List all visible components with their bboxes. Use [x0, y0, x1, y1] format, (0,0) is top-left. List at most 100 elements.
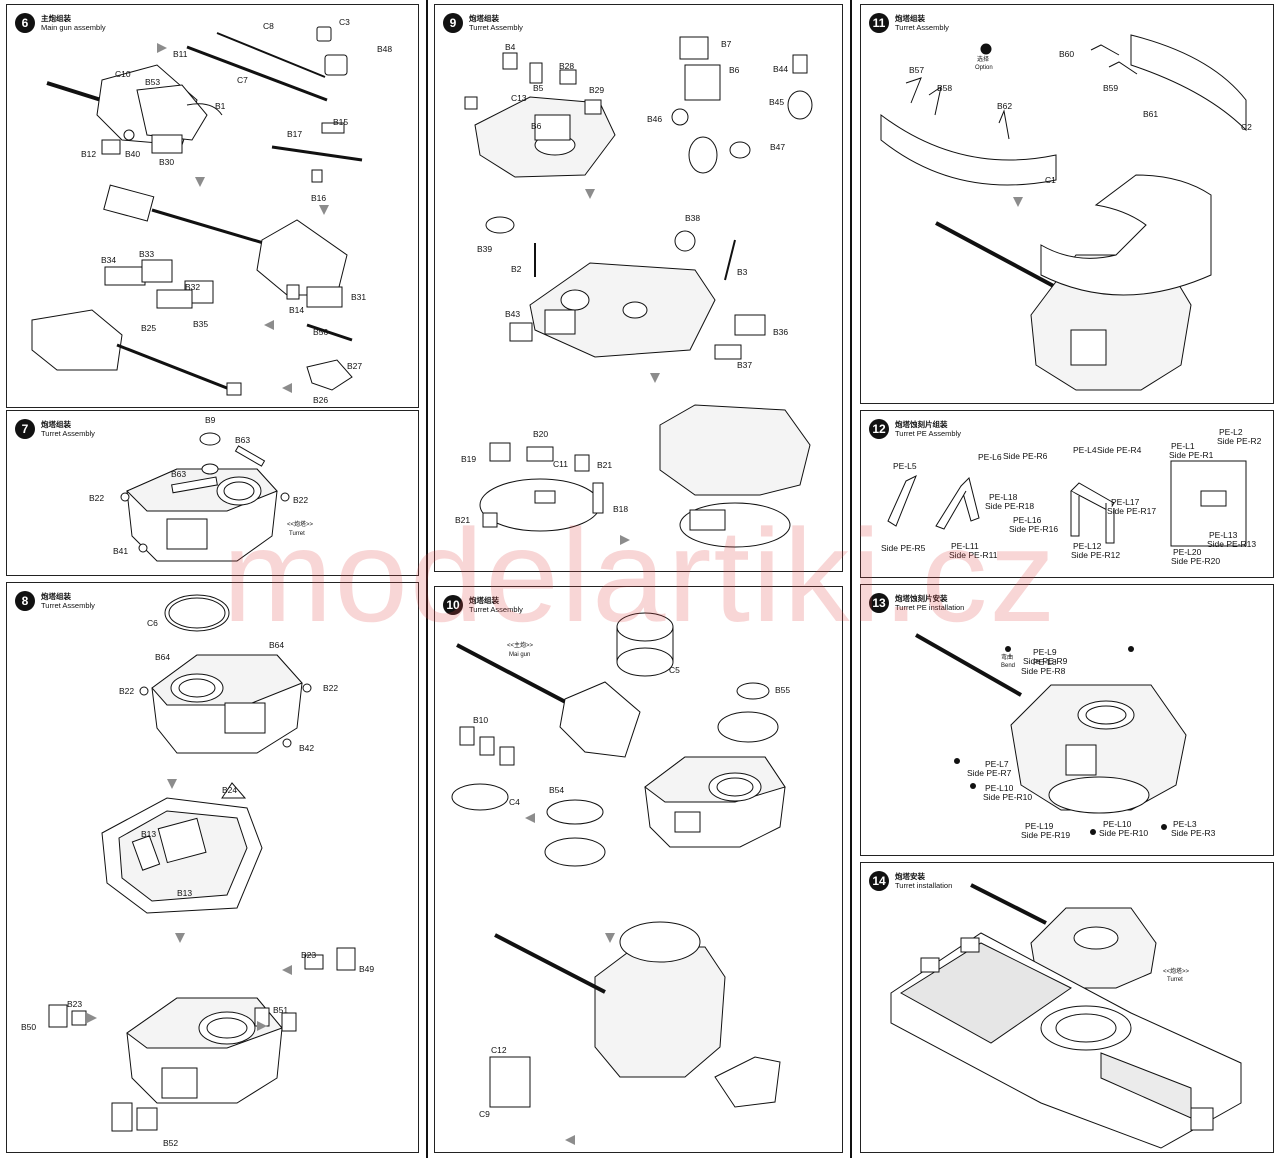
- step-11-panel: 11 炮塔组装 Turret Assembly 选择 Opt: [860, 4, 1274, 404]
- label: B22: [323, 683, 338, 693]
- label: B16: [311, 193, 326, 203]
- label: B12: [81, 149, 96, 159]
- step-number: 14: [869, 871, 889, 891]
- label: B42: [299, 743, 314, 753]
- step-title-cn: 炮塔组装: [41, 420, 71, 429]
- step-title-en: Turret PE Assembly: [895, 429, 961, 438]
- step-title-en: Turret Assembly: [469, 23, 523, 32]
- label: B19: [461, 454, 476, 464]
- step-header: 8 炮塔组装 Turret Assembly: [15, 591, 95, 611]
- label: B22: [89, 493, 104, 503]
- step-header: 9 炮塔组装 Turret Assembly: [443, 13, 523, 33]
- main-gun-diagram: C8 C3 B48 C7 B11 C10 B53 B1 B15 B17 B12 …: [31, 17, 392, 405]
- label: PE-L19: [1025, 821, 1054, 831]
- label: B57: [909, 65, 924, 75]
- turret-assembly-diagram: 选择 Option B60 B57 B58 B62 B59 B61 C2 C1: [880, 34, 1252, 391]
- label: B31: [351, 292, 366, 302]
- label: B32: [185, 282, 200, 292]
- label: PE-L1: [1171, 441, 1195, 451]
- label: C2: [1241, 122, 1252, 132]
- label: PE-L4: [1073, 445, 1097, 455]
- label: B23: [301, 950, 316, 960]
- step-number: 10: [443, 595, 463, 615]
- step-number: 12: [869, 419, 889, 439]
- label: Side PE-R18: [985, 501, 1034, 511]
- label: B27: [347, 361, 362, 371]
- label: Side PE-R2: [1217, 436, 1262, 446]
- turret-assembly-diagram: <<主炮>> Mai gun C5 B55 B10 C4 B54 C12 C9: [451, 612, 790, 1145]
- label: PE-L18: [989, 492, 1018, 502]
- label: B52: [163, 1138, 178, 1148]
- label: B15: [333, 117, 348, 127]
- label: Side PE-R10: [1099, 828, 1148, 838]
- label: Side PE-R4: [1097, 445, 1142, 455]
- turret-tag-en: Turret: [289, 531, 305, 537]
- main-gun-tag-cn: <<主炮>>: [507, 641, 534, 649]
- column-divider-right: [850, 0, 852, 1158]
- step-title-en: Turret installation: [895, 881, 953, 890]
- label: B53: [145, 77, 160, 87]
- label: B45: [769, 97, 784, 107]
- step-header: 11 炮塔组装 Turret Assembly: [869, 13, 949, 33]
- step-title-cn: 炮塔组装: [41, 592, 71, 601]
- label: B24: [222, 785, 237, 795]
- label: B18: [613, 504, 628, 514]
- label: C3: [339, 17, 350, 27]
- label: PE-L10: [1103, 819, 1132, 829]
- label: C1: [1045, 175, 1056, 185]
- label: B2: [511, 264, 522, 274]
- turret-pe-assembly-diagram: PE-L2 Side PE-R2 PE-L1 Side PE-R1 PE-L4 …: [881, 427, 1262, 566]
- turret-assembly-diagram: C6 B64 B64 B22 B22 B42 B24 B13 B13 B23 B…: [21, 594, 374, 1148]
- label: C5: [669, 665, 680, 675]
- label: B10: [473, 715, 488, 725]
- option-tag-en: Option: [975, 65, 993, 71]
- step-header: 14 炮塔安装 Turret installation: [869, 871, 952, 891]
- label: B55: [775, 685, 790, 695]
- label: Side PE-R7: [967, 768, 1012, 778]
- label: B3: [737, 267, 748, 277]
- label: B37: [737, 360, 752, 370]
- label: B29: [589, 85, 604, 95]
- label: PE-L13: [1209, 530, 1238, 540]
- label: B43: [505, 309, 520, 319]
- step-title-cn: 炮塔蚀刻片安装: [895, 594, 948, 603]
- step-header: 6 主炮组装 Main gun assembly: [15, 13, 106, 33]
- main-gun-tag-en: Mai gun: [509, 652, 530, 658]
- label: B44: [773, 64, 788, 74]
- step-10-panel: 10 炮塔组装 Turret Assembly: [434, 586, 843, 1153]
- label: B6: [729, 65, 740, 75]
- label: C4: [509, 797, 520, 807]
- label: B40: [125, 149, 140, 159]
- step-12-panel: 12 炮塔蚀刻片组装 Turret PE Assembly PE-L2 Side…: [860, 410, 1274, 578]
- label: B36: [773, 327, 788, 337]
- label: B13: [141, 829, 156, 839]
- label: Side PE-R11: [949, 550, 998, 560]
- step-header: 13 炮塔蚀刻片安装 Turret PE installation: [869, 593, 964, 613]
- label: B35: [193, 319, 208, 329]
- label: Side PE-R3: [1171, 828, 1216, 838]
- label: PE-L5: [893, 461, 917, 471]
- label: PE-L16: [1013, 515, 1042, 525]
- step-title-cn: 炮塔安装: [895, 872, 925, 881]
- label: C6: [147, 618, 158, 628]
- step-title-cn: 炮塔蚀刻片组装: [895, 420, 948, 429]
- step-header: 12 炮塔蚀刻片组装 Turret PE Assembly: [869, 419, 961, 439]
- step-7-panel: 7 炮塔组装 Turret Assembly B9 B63 B63 B22 B2…: [6, 410, 419, 576]
- label: Side PE-R9: [1023, 656, 1068, 666]
- label: Side PE-R5: [881, 543, 926, 553]
- turret-tag-cn: <<炮塔>>: [1163, 967, 1190, 975]
- step-9-panel: 9 炮塔组装 Turret Assembly: [434, 4, 843, 572]
- step-title-en: Turret Assembly: [895, 23, 949, 32]
- label: C12: [491, 1045, 507, 1055]
- label: B20: [533, 429, 548, 439]
- label: B21: [455, 515, 470, 525]
- label: B60: [1059, 49, 1074, 59]
- turret-assembly-diagram: B4 B28 B7 B5 B29 B6 B44 C13 B6 B45 B46 B…: [455, 36, 813, 548]
- step-title-en: Main gun assembly: [41, 23, 106, 32]
- label: PE-L2: [1219, 427, 1243, 437]
- step-title-cn: 炮塔组装: [469, 14, 499, 23]
- step-number: 8: [15, 591, 35, 611]
- step-title-cn: 炮塔组装: [895, 14, 925, 23]
- label: B49: [359, 964, 374, 974]
- label: Side PE-R17: [1107, 506, 1156, 516]
